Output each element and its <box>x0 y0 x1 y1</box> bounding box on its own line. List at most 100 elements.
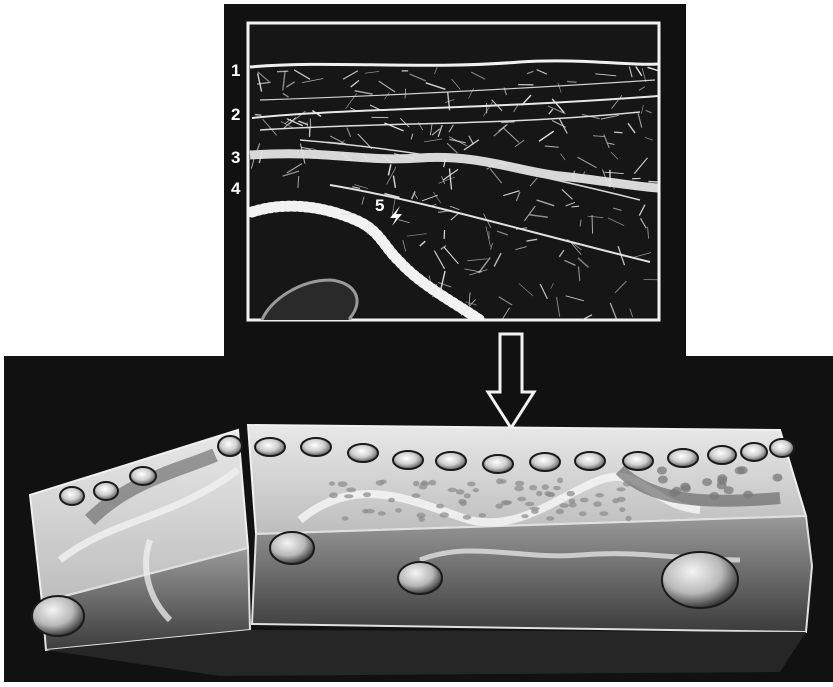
pore-dot <box>440 512 449 517</box>
pore-dot <box>546 516 554 521</box>
cell-icon <box>348 444 378 462</box>
pore-dot <box>517 497 526 502</box>
pore-dot <box>473 488 479 492</box>
pore-dot <box>542 484 549 490</box>
pore-dot <box>429 480 437 486</box>
cell-icon <box>301 438 331 456</box>
pore-dot <box>521 514 528 518</box>
cell-icon <box>60 487 84 505</box>
pore-dot <box>702 478 712 486</box>
cell-icon <box>218 436 242 456</box>
pore-dot <box>529 485 537 491</box>
pore-dot <box>346 488 356 493</box>
fiber-stroke <box>592 215 593 234</box>
cell-icon <box>483 455 513 473</box>
pore-dot <box>560 503 569 508</box>
pore-dot <box>464 493 471 498</box>
pore-dot <box>458 499 466 504</box>
cell-icon <box>668 449 698 467</box>
pore-dot <box>536 491 542 497</box>
pore-dot <box>344 494 353 498</box>
cell-icon <box>32 596 84 636</box>
cell-icon <box>575 452 605 470</box>
layer-label-3: 3 <box>231 148 240 167</box>
pore-dot <box>567 491 575 497</box>
pore-dot <box>413 481 420 487</box>
pore-dot <box>463 515 472 520</box>
pore-dot <box>709 492 719 500</box>
pore-dot <box>579 511 587 516</box>
pore-dot <box>514 486 524 492</box>
pore-dot <box>395 508 402 513</box>
pore-dot <box>419 516 425 522</box>
cell-icon <box>770 439 794 457</box>
fiber-stroke <box>255 114 261 115</box>
cell-icon <box>662 552 738 608</box>
pore-dot <box>342 516 349 520</box>
pore-dot <box>743 491 753 499</box>
pore-dot <box>625 516 631 521</box>
pore-dot <box>365 509 375 514</box>
pore-dot <box>419 484 428 489</box>
pore-dot <box>617 497 626 502</box>
pore-dot <box>738 466 748 474</box>
cell-icon <box>530 453 560 471</box>
pore-dot <box>617 487 626 491</box>
pore-dot <box>599 511 608 516</box>
pore-dot <box>363 492 371 497</box>
cell-icon <box>398 562 442 594</box>
pore-dot <box>378 511 386 515</box>
pore-dot <box>496 478 503 484</box>
layer-label-2: 2 <box>231 105 240 124</box>
cell-icon <box>94 482 118 500</box>
fiber-stroke <box>614 132 622 133</box>
pore-dot <box>553 486 561 490</box>
cell-icon <box>393 451 423 469</box>
pore-dot <box>338 481 348 487</box>
pore-dot <box>388 498 395 503</box>
tissue-block-illustration <box>30 425 812 676</box>
pore-dot <box>724 486 734 494</box>
pore-dot <box>412 493 421 498</box>
pore-dot <box>680 483 690 491</box>
pore-dot <box>456 489 465 494</box>
pointer-label-5: 5 <box>375 196 384 215</box>
pore-dot <box>557 478 563 484</box>
pore-dot <box>380 480 387 484</box>
fiber-stroke <box>277 71 288 72</box>
cell-icon <box>708 446 736 464</box>
pore-dot <box>531 509 539 514</box>
pore-dot <box>329 492 338 498</box>
pore-dot <box>593 501 601 507</box>
pore-dot <box>658 476 668 484</box>
pore-dot <box>773 474 783 482</box>
pore-dot <box>525 502 535 506</box>
cell-icon <box>436 452 466 470</box>
fiber-stroke <box>501 122 514 123</box>
layer-label-4: 4 <box>231 179 241 198</box>
pore-dot <box>569 502 577 507</box>
cell-icon <box>255 438 285 456</box>
layer-label-1: 1 <box>231 61 240 80</box>
pore-dot <box>717 474 727 482</box>
pore-dot <box>436 504 444 509</box>
cell-icon <box>270 532 314 564</box>
pore-dot <box>595 493 604 498</box>
pore-dot <box>580 498 589 503</box>
cell-icon <box>741 443 767 461</box>
pore-dot <box>448 488 458 492</box>
pore-dot <box>657 467 667 475</box>
pore-dot <box>623 481 632 487</box>
pore-dot <box>515 481 524 486</box>
pore-dot <box>467 482 475 487</box>
pore-dot <box>547 492 555 497</box>
pore-dot <box>501 500 511 505</box>
pore-dot <box>329 481 335 485</box>
pore-dot <box>479 513 487 517</box>
inset-micrograph: 1 2 3 4 5 <box>231 23 668 331</box>
cell-icon <box>130 467 156 485</box>
pore-dot <box>669 489 679 497</box>
fiber-stroke <box>567 81 577 82</box>
pore-dot <box>619 507 625 512</box>
